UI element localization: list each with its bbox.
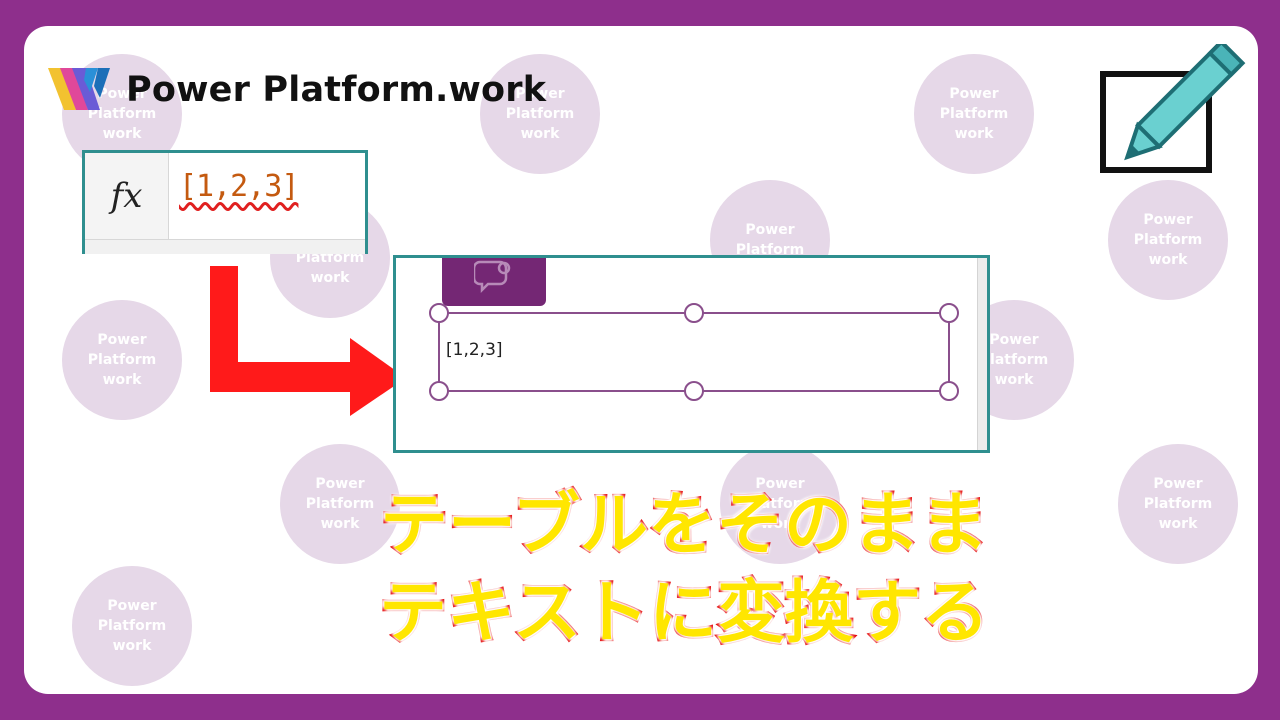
chat-bubble-icon bbox=[474, 260, 511, 294]
panel-scroll-gutter bbox=[977, 258, 987, 450]
fx-icon: fx bbox=[85, 153, 169, 239]
resize-handle-top-left[interactable] bbox=[429, 303, 449, 323]
pencil-edit-icon bbox=[1100, 44, 1246, 173]
watermark-logo: Power Platform work bbox=[914, 54, 1034, 174]
watermark-logo: Power Platform work bbox=[280, 444, 400, 564]
watermark-logo: Power Platform work bbox=[62, 300, 182, 420]
formula-bar[interactable]: fx [1,2,3] bbox=[82, 150, 368, 254]
resize-handle-bottom-left[interactable] bbox=[429, 381, 449, 401]
watermark-logo: Power Platform work bbox=[720, 444, 840, 564]
resize-handle-top-center[interactable] bbox=[684, 303, 704, 323]
canvas-panel: [1,2,3] bbox=[393, 255, 990, 453]
watermark-logo: Power Platform work bbox=[1108, 180, 1228, 300]
formula-input[interactable]: [1,2,3] bbox=[179, 169, 299, 204]
power-platform-logo-icon bbox=[48, 68, 110, 110]
caption-line-2: テキストに変換する bbox=[377, 572, 991, 655]
resize-handle-top-right[interactable] bbox=[939, 303, 959, 323]
text-label-control[interactable]: [1,2,3] bbox=[429, 303, 959, 401]
app-tile bbox=[442, 258, 546, 306]
caption-line-1: テーブルをそのまま bbox=[378, 484, 990, 567]
brand-name: Power Platform.work bbox=[126, 70, 547, 110]
label-text: [1,2,3] bbox=[446, 340, 503, 360]
resize-handle-bottom-right[interactable] bbox=[939, 381, 959, 401]
watermark-logo: Power Platform work bbox=[72, 566, 192, 686]
watermark-logo: Power Platform work bbox=[1118, 444, 1238, 564]
caption: テーブルをそのまま テキストに変換する bbox=[314, 482, 1054, 658]
red-arrow-icon bbox=[210, 266, 406, 416]
formula-bar-strip bbox=[85, 239, 365, 254]
resize-handle-bottom-center[interactable] bbox=[684, 381, 704, 401]
thumbnail-card: Power Platform work Power Platform work … bbox=[24, 26, 1258, 694]
brand-header: Power Platform.work bbox=[46, 66, 546, 114]
watermark-logo: Power Platform work bbox=[480, 54, 600, 174]
